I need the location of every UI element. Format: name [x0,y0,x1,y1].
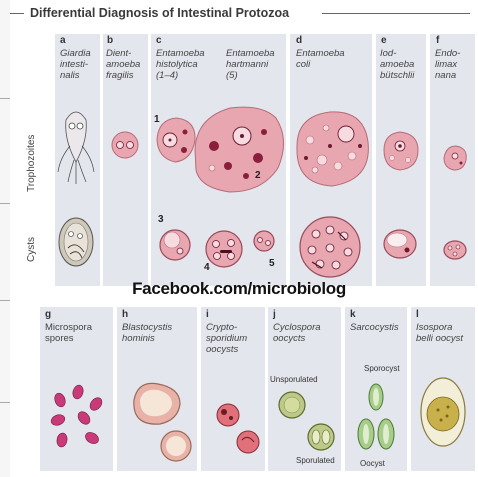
dientamoeba-trophozoite-illustration [112,132,138,158]
histolytica-trophozoite-large-illustration [195,107,284,192]
specimen-number-5: 5 [269,258,275,269]
specimen-number-3: 3 [158,214,164,225]
entamoeba-coli-trophozoite-illustration [297,112,368,186]
giardia-trophozoite-illustration [58,112,94,184]
microspora-spores-illustration [50,384,105,448]
blastocystis-illustration [134,383,191,461]
specimen-number-1: 1 [154,114,160,125]
label-sporocyst: Sporocyst [364,364,400,373]
cyclospora-oocysts-illustration [279,392,334,450]
label-unsporulated: Unsporulated [270,375,318,384]
entamoeba-coli-cyst-illustration [300,217,360,277]
iodamoeba-cyst-illustration [384,230,416,258]
giardia-cyst-illustration [59,218,93,266]
iodamoeba-trophozoite-illustration [384,132,418,170]
specimen-number-4: 4 [204,262,210,273]
endolimax-cyst-illustration [444,241,466,259]
sarcocystis-illustration [358,384,394,449]
watermark-text: Facebook.com/microbiolog [0,279,478,299]
label-oocyst: Oocyst [360,459,385,468]
label-sporulated: Sporulated [296,456,335,465]
histolytica-cyst-illustration [160,230,274,267]
cryptosporidium-oocysts-illustration [217,404,259,453]
specimen-number-2: 2 [255,170,261,181]
endolimax-trophozoite-illustration [444,146,466,170]
isospora-oocyst-illustration [421,378,465,446]
histolytica-trophozoite-small-illustration [157,118,195,162]
